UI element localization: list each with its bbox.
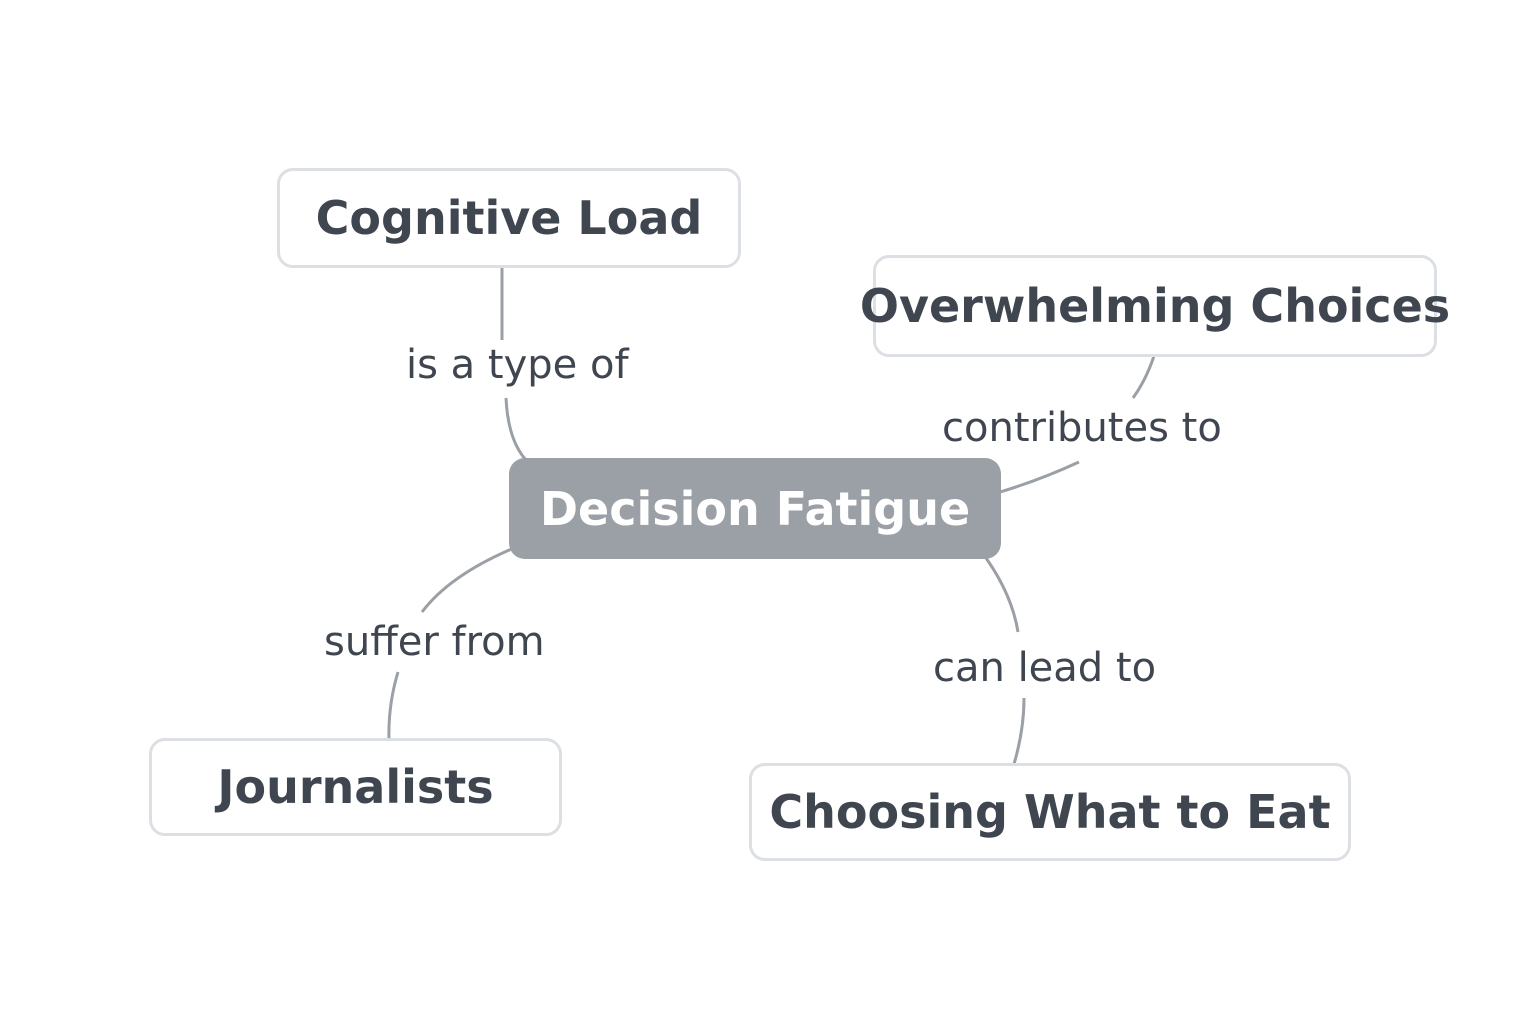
node-journalists[interactable]: Journalists xyxy=(149,738,562,836)
edge-label-is-a-type-of: is a type of xyxy=(402,345,633,385)
node-decision-fatigue-label: Decision Fatigue xyxy=(539,481,971,536)
edge-label-suffer-from: suffer from xyxy=(320,622,549,662)
edge-line-can-lead-to xyxy=(984,557,1026,765)
node-overwhelming-choices[interactable]: Overwhelming Choices xyxy=(860,255,1450,357)
edge-label-contributes-to: contributes to xyxy=(938,408,1226,448)
edge-line-is-a-type-of xyxy=(500,268,528,462)
node-choosing-what-to-eat-label: Choosing What to Eat xyxy=(769,785,1331,839)
node-cognitive-load[interactable]: Cognitive Load xyxy=(277,168,741,268)
node-overwhelming-choices-label: Overwhelming Choices xyxy=(859,279,1451,333)
node-choosing-what-to-eat[interactable]: Choosing What to Eat xyxy=(749,763,1351,861)
edge-line-contributes-to xyxy=(999,355,1156,494)
edge-label-can-lead-to: can lead to xyxy=(929,648,1161,688)
edge-line-suffer-from xyxy=(387,546,515,741)
node-decision-fatigue[interactable]: Decision Fatigue xyxy=(509,458,1001,559)
node-journalists-label: Journalists xyxy=(217,760,494,814)
node-cognitive-load-label: Cognitive Load xyxy=(315,191,703,245)
